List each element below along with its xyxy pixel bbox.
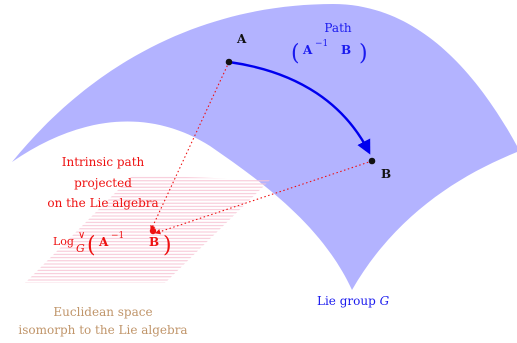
euclidean-space-line1: Euclidean space: [53, 305, 152, 319]
lie-algebra-plane: [25, 175, 270, 283]
euclidean-space-label: Euclidean space isomorph to the Lie alge…: [18, 305, 187, 337]
log-formula-open-paren: (: [87, 233, 96, 258]
lie-group-symbol: G: [380, 294, 390, 308]
path-label-inverse-exp: −1: [315, 39, 328, 49]
projected-point-dot: [149, 227, 157, 235]
log-formula-vee: ∨: [78, 230, 85, 241]
path-label: Path ( A −1 B ): [291, 21, 368, 66]
path-label-close-paren: ): [359, 41, 368, 66]
projection-line-a: [150, 61, 230, 231]
intrinsic-path-label: Intrinsic path projected on the Lie alge…: [47, 155, 158, 210]
intrinsic-path-line1: Intrinsic path: [62, 155, 145, 169]
lie-group-label: Lie group G: [317, 294, 390, 308]
log-formula-matrix-b: B: [149, 235, 159, 249]
path-label-open-paren: (: [291, 41, 300, 66]
path-label-title: Path: [324, 21, 352, 35]
log-formula: Log ∨ G ( A −1 B ): [53, 230, 172, 258]
point-a-dot: [225, 58, 233, 66]
intrinsic-path-line2: projected: [74, 176, 132, 190]
lie-group-manifold: [12, 4, 517, 290]
log-formula-matrix-a: A: [98, 235, 109, 249]
log-formula-close-paren: ): [163, 233, 172, 258]
log-formula-inverse-exp: −1: [111, 231, 124, 241]
geodesic-path-arrow: [228, 60, 371, 155]
path-label-matrix-b: B: [341, 43, 351, 57]
log-formula-log: Log: [53, 235, 74, 248]
path-label-matrix-a: A: [302, 43, 313, 57]
euclidean-space-line2: isomorph to the Lie algebra: [18, 323, 187, 337]
intrinsic-path-line3: on the Lie algebra: [47, 196, 158, 210]
point-a-label: A: [236, 32, 247, 46]
point-b-dot: [368, 157, 376, 165]
point-b-label: B: [381, 167, 391, 181]
log-formula-group: G: [76, 242, 85, 255]
